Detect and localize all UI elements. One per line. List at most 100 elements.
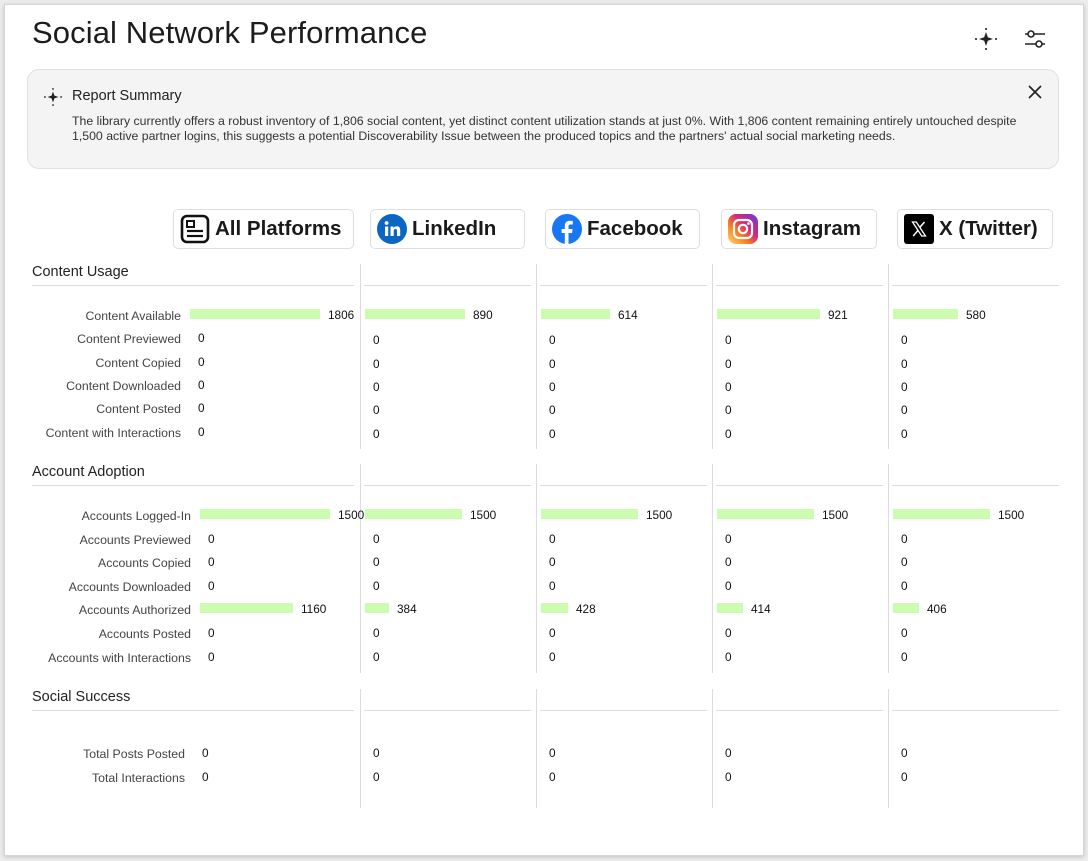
metric-value: 0 [725,770,732,784]
metric-value: 0 [549,333,556,347]
metric-bar [365,309,465,319]
column-divider [364,485,531,486]
metric-label: Content Available [85,309,182,323]
metric-label: Total Interactions [92,771,185,785]
metric-value: 0 [202,770,209,784]
metric-value: 614 [618,308,638,322]
metric-value: 1500 [822,508,849,522]
metric-value: 0 [373,427,380,441]
metric-label: Accounts Previewed [79,533,191,547]
metric-label: Content Downloaded [66,379,181,393]
metric-value: 0 [725,579,732,593]
metric-label: Content Copied [95,356,181,370]
metric-value: 0 [549,626,556,640]
metric-value: 0 [901,333,908,347]
metric-value: 0 [725,746,732,760]
column-separator [888,689,889,808]
metric-label: Content Posted [96,402,181,416]
metric-value: 0 [373,579,380,593]
column-divider [716,485,883,486]
metric-value: 0 [901,579,908,593]
metric-value: 0 [901,650,908,664]
metric-value: 0 [373,403,380,417]
metric-label: Accounts Posted [98,627,191,641]
report-summary-panel: Report Summary The library currently off… [27,69,1059,169]
column-divider [892,285,1059,286]
platform-button-linkedin[interactable]: LinkedIn [370,209,525,249]
metric-label: Accounts Logged-In [81,509,191,523]
column-divider [540,710,707,711]
metric-value: 0 [901,746,908,760]
metric-bar [893,603,919,613]
sliders-icon[interactable] [1022,26,1048,52]
column-separator [712,464,713,673]
metric-value: 0 [208,555,215,569]
metric-value: 0 [373,357,380,371]
metric-value: 384 [397,602,417,616]
metric-value: 0 [549,555,556,569]
metric-value: 0 [198,425,205,439]
section-title: Content Usage [32,264,129,280]
metric-bar [365,509,462,519]
metric-label: Total Posts Posted [83,747,185,761]
metric-bar [541,509,638,519]
column-separator [360,264,361,449]
metric-value: 0 [549,770,556,784]
metric-value: 0 [725,650,732,664]
metric-value: 0 [725,427,732,441]
metric-value: 0 [549,427,556,441]
close-icon[interactable] [1026,83,1044,101]
metric-label: Accounts Authorized [78,603,191,617]
metric-label: Content with Interactions [45,426,181,440]
metric-value: 0 [198,355,205,369]
column-separator [536,464,537,673]
column-divider [892,710,1059,711]
metric-value: 406 [927,602,947,616]
metric-value: 1500 [470,508,497,522]
metric-value: 0 [198,331,205,345]
metric-value: 414 [751,602,771,616]
metric-value: 0 [373,333,380,347]
metric-value: 1806 [328,308,355,322]
metric-value: 0 [725,532,732,546]
metric-value: 0 [901,357,908,371]
metric-value: 0 [198,378,205,392]
x-icon [904,214,934,244]
metric-value: 0 [725,333,732,347]
column-divider [892,485,1059,486]
sparkle-icon[interactable] [973,26,999,52]
column-divider [364,710,531,711]
metric-value: 0 [373,532,380,546]
metric-value: 921 [828,308,848,322]
metric-value: 0 [373,746,380,760]
facebook-icon [552,214,582,244]
column-separator [712,264,713,449]
platform-button-instagram[interactable]: Instagram [721,209,877,249]
summary-text: The library currently offers a robust in… [72,114,1017,143]
metric-value: 0 [549,532,556,546]
metric-value: 0 [549,579,556,593]
column-separator [888,264,889,449]
metric-bar [365,603,389,613]
page-title: Social Network Performance [32,15,428,50]
summary-title: Report Summary [72,88,182,104]
metric-value: 0 [373,770,380,784]
column-separator [712,689,713,808]
column-separator [536,264,537,449]
platform-button-facebook[interactable]: Facebook [545,209,700,249]
platform-button-x[interactable]: X (Twitter) [897,209,1053,249]
platform-label: LinkedIn [412,217,497,240]
metric-value: 1500 [338,508,365,522]
section-title: Social Success [32,689,131,705]
column-divider [716,710,883,711]
metric-value: 0 [725,380,732,394]
platform-button-all[interactable]: All Platforms [173,209,354,249]
metric-value: 0 [208,532,215,546]
section-title: Account Adoption [32,464,145,480]
metric-value: 0 [549,746,556,760]
section-divider [32,710,354,711]
metric-value: 890 [473,308,493,322]
metric-bar [200,509,330,519]
metric-value: 0 [549,403,556,417]
metric-value: 0 [901,427,908,441]
